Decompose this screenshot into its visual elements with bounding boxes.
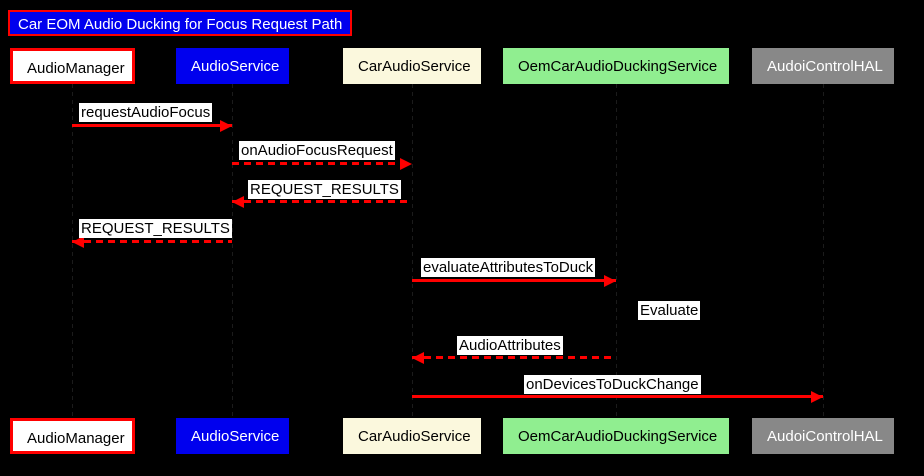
lifeline-oemcaraudioduckingservice (616, 84, 617, 418)
participant-footer-audioservice[interactable]: AudioService (176, 418, 289, 454)
arrow-head-right-icon (220, 120, 232, 132)
diagram-title: Car EOM Audio Ducking for Focus Request … (8, 10, 353, 36)
participant-header-oemcaraudioduckingservice[interactable]: OemCarAudioDuckingService (503, 48, 729, 84)
message-line-m2 (232, 162, 412, 165)
participant-header-audiomanager[interactable]: AudioManager (10, 48, 135, 84)
message-label-m7: onDevicesToDuckChange (524, 375, 701, 394)
message-label-m6: AudioAttributes (457, 336, 563, 355)
message-label-m5: evaluateAttributesToDuck (421, 258, 596, 277)
message-label-m2: onAudioFocusRequest (239, 141, 395, 160)
participant-footer-audoicontrolhal[interactable]: AudoiControlHAL (752, 418, 894, 454)
note-n1: Evaluate (638, 301, 701, 320)
message-line-m4 (72, 240, 232, 243)
participant-footer-caraudioservice[interactable]: CarAudioService (343, 418, 481, 454)
lifeline-audiomanager (72, 84, 73, 418)
message-line-m7 (412, 395, 823, 398)
message-label-m4: REQUEST_RESULTS (79, 219, 232, 238)
arrow-head-left-icon (232, 196, 244, 208)
message-line-m6 (412, 356, 616, 359)
message-line-m5 (412, 279, 616, 282)
message-line-m3 (232, 200, 412, 203)
arrow-head-right-icon (604, 275, 616, 287)
participant-header-audoicontrolhal[interactable]: AudoiControlHAL (752, 48, 894, 84)
participant-footer-audiomanager[interactable]: AudioManager (10, 418, 135, 454)
lifeline-audioservice (232, 84, 233, 418)
lifeline-caraudioservice (412, 84, 413, 418)
lifeline-audoicontrolhal (823, 84, 824, 418)
arrow-head-left-icon (72, 236, 84, 248)
message-label-m3: REQUEST_RESULTS (248, 180, 401, 199)
arrow-head-left-icon (412, 352, 424, 364)
arrow-head-right-icon (400, 158, 412, 170)
participant-footer-oemcaraudioduckingservice[interactable]: OemCarAudioDuckingService (503, 418, 729, 454)
message-label-m1: requestAudioFocus (79, 103, 213, 122)
message-line-m1 (72, 124, 232, 127)
arrow-head-right-icon (811, 391, 823, 403)
participant-header-audioservice[interactable]: AudioService (176, 48, 289, 84)
participant-header-caraudioservice[interactable]: CarAudioService (343, 48, 481, 84)
